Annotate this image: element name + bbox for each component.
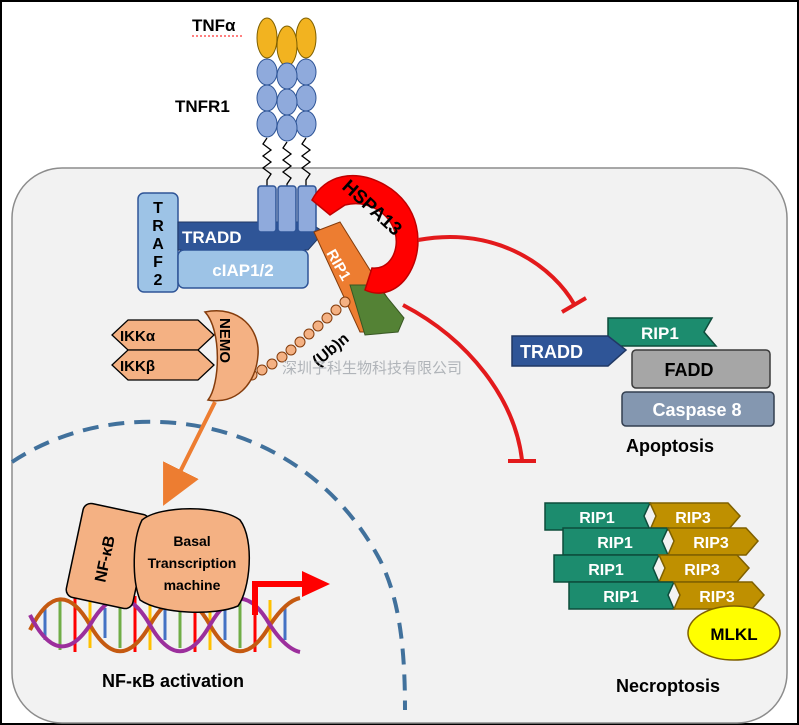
tradd-apoptosis-label: TRADD [520, 342, 583, 362]
nemo-label: NEMO [216, 318, 233, 363]
necroptosis-label: Necroptosis [616, 676, 720, 696]
tnfr1-receptor [256, 58, 317, 186]
necro-rip1-label: RIP1 [597, 535, 633, 552]
basal-line: machine [164, 577, 221, 593]
necro-rip3-label: RIP3 [693, 535, 729, 552]
traf2-letter: R [152, 218, 164, 235]
rip1-complex1 [313, 221, 405, 336]
apoptosis-complex [511, 317, 775, 427]
necro-rip1-label: RIP1 [588, 562, 624, 579]
traf2-letter: 2 [154, 272, 163, 289]
basal-line: Basal [173, 533, 210, 549]
hspa13-shape [311, 174, 419, 294]
ikka-label: IKKα [120, 328, 156, 345]
nucleus-membrane [10, 419, 407, 711]
traf2-letter: T [153, 200, 163, 217]
nemo-shape [203, 310, 259, 402]
ikkb-label: IKKβ [120, 358, 155, 375]
necro-rip1-label: RIP1 [603, 589, 639, 606]
ubiquitin-chain [246, 296, 351, 381]
nfkb-activation-label: NF-κB activation [102, 671, 244, 691]
tradd-label: TRADD [182, 228, 242, 247]
necroptosis-complex [544, 502, 781, 661]
receptor-death-domains [257, 185, 317, 233]
mlkl-label: MLKL [710, 625, 757, 644]
caspase8-label: Caspase 8 [652, 400, 741, 420]
traf2-letter: A [152, 236, 164, 253]
fadd-label: FADD [665, 360, 714, 380]
necro-rip3-label: RIP3 [675, 510, 711, 527]
ciap-label: cIAP1/2 [212, 261, 273, 280]
transcription-start-arrow [252, 571, 330, 615]
necro-rip3-label: RIP3 [684, 562, 720, 579]
ciap-box [177, 249, 309, 289]
basal-machine [133, 508, 250, 613]
inhibition-lines [402, 235, 588, 463]
ikk-complex [111, 319, 215, 381]
traf2-letter: F [153, 254, 163, 271]
tnf-label: TNFα [192, 16, 236, 35]
necro-rip3-label: RIP3 [699, 589, 735, 606]
necro-rip1-label: RIP1 [579, 510, 615, 527]
watermark-text: 深圳子科生物科技有限公司 [282, 359, 462, 377]
tnfr1-label: TNFR1 [175, 97, 230, 116]
apoptosis-label: Apoptosis [626, 436, 714, 456]
activation-arrow [163, 401, 217, 506]
rip1-apoptosis-label: RIP1 [641, 324, 679, 343]
basal-line: Transcription [148, 555, 237, 571]
